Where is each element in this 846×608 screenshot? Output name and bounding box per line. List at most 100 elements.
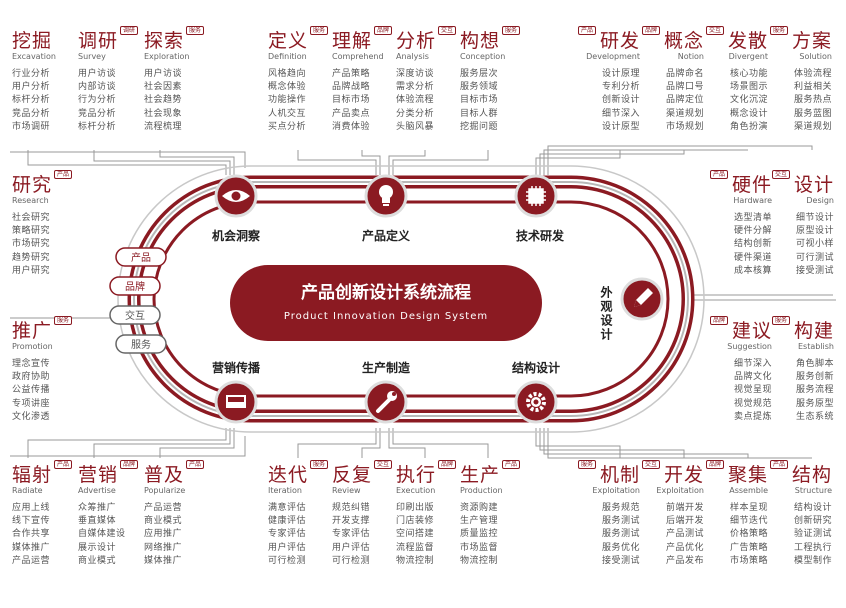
card-item: 服务层次 bbox=[460, 69, 499, 79]
card-item: 物流控制 bbox=[396, 555, 435, 566]
card-title: 建议 bbox=[731, 320, 772, 342]
card-title: 营销 bbox=[78, 464, 119, 486]
card-title: 硬件 bbox=[731, 174, 772, 196]
card-item: 卖点提炼 bbox=[733, 411, 772, 422]
card-item-list: 行业分析用户分析标杆分析竞品分析市场调研 bbox=[12, 68, 74, 134]
stage-marketing-label: 营销传播 bbox=[212, 360, 261, 375]
card-subtitle: Divergent bbox=[728, 52, 768, 61]
card-item: 成本核算 bbox=[733, 265, 772, 276]
stage-product-def: 产品定义 bbox=[362, 174, 411, 243]
card-badge: 产品 bbox=[710, 170, 729, 179]
card-item: 产品卖点 bbox=[332, 108, 371, 119]
card-subtitle: Development bbox=[586, 52, 640, 61]
pill-product-label: 产品 bbox=[131, 251, 151, 264]
card-item: 服务原型 bbox=[795, 398, 834, 409]
chip-icon bbox=[526, 186, 546, 206]
card-item: 文化渗透 bbox=[12, 411, 51, 422]
card-item-list: 细节设计原型设计可视小样可行测试接受测试 bbox=[772, 212, 834, 278]
card-item: 验证测试 bbox=[793, 529, 832, 540]
card-badge: 服务 bbox=[578, 460, 597, 469]
card-item: 渠道规划 bbox=[665, 108, 704, 119]
eye-icon bbox=[222, 190, 250, 202]
card-item: 头脑风暴 bbox=[396, 121, 435, 132]
card-item: 媒体推广 bbox=[12, 542, 51, 553]
card-subtitle: Research bbox=[12, 196, 49, 205]
card-title: 发散 bbox=[727, 30, 768, 52]
card-title: 分析 bbox=[396, 30, 437, 52]
card-item: 社会因素 bbox=[144, 82, 183, 93]
card-item: 用户分析 bbox=[12, 82, 51, 93]
card-item: 物流控制 bbox=[460, 555, 499, 566]
card-item: 专项讲座 bbox=[12, 398, 51, 409]
card-title: 执行 bbox=[396, 464, 437, 486]
card-item: 生态系统 bbox=[795, 411, 834, 422]
card-badge: 服务 bbox=[772, 316, 791, 325]
card-item-list: 众筹推广垂直媒体自媒体建设展示设计商业模式 bbox=[78, 502, 140, 568]
card-item: 服务流程 bbox=[795, 385, 834, 396]
card-item: 自媒体建设 bbox=[78, 529, 126, 540]
card-title: 研发 bbox=[599, 30, 640, 52]
card-title: 研究 bbox=[12, 174, 53, 196]
card-subtitle: Suggestion bbox=[727, 342, 772, 351]
card-badge: 交互 bbox=[772, 170, 791, 179]
card-badge: 产品 bbox=[578, 26, 597, 35]
card-subtitle: Exploration bbox=[144, 52, 190, 61]
card-badge: 服务 bbox=[770, 26, 789, 35]
card-item-list: 社会研究策略研究市场研究趋势研究用户研究 bbox=[12, 212, 74, 278]
card-item: 接受测试 bbox=[795, 265, 834, 276]
card-badge: 调研 bbox=[119, 26, 138, 35]
card-subtitle: Assemble bbox=[729, 486, 768, 495]
card-subtitle: Radiate bbox=[12, 486, 43, 495]
card-item-list: 印刷出版门店装修空间搭建流程监督物流控制 bbox=[396, 502, 458, 568]
card-item: 分类分析 bbox=[396, 108, 435, 119]
card-item: 服务测试 bbox=[601, 516, 640, 527]
card-item: 模型制作 bbox=[793, 555, 832, 566]
card-subtitle: Excavation bbox=[12, 52, 56, 61]
card-badge: 交互 bbox=[373, 460, 392, 469]
card-item: 应用上线 bbox=[12, 503, 51, 513]
category-pills: 产品 品牌 交互 服务 bbox=[109, 247, 167, 354]
card-item: 印刷出版 bbox=[396, 503, 435, 513]
card-item: 服务规范 bbox=[601, 503, 640, 513]
card-item: 媒体推广 bbox=[144, 555, 183, 566]
card-item: 空间搭建 bbox=[396, 529, 435, 540]
card-item: 买点分析 bbox=[268, 121, 307, 132]
card-item: 用户评估 bbox=[332, 542, 371, 553]
card-subtitle: Production bbox=[460, 486, 503, 495]
card-item: 硬件渠道 bbox=[733, 252, 772, 263]
card-item: 可视小样 bbox=[795, 239, 834, 250]
pill-interaction bbox=[109, 305, 161, 325]
stage-opportunity: 机会洞察 bbox=[212, 174, 261, 243]
card-subtitle: Exploitation bbox=[592, 486, 640, 495]
card-badge: 服务 bbox=[53, 316, 72, 325]
card-item: 人机交互 bbox=[268, 108, 307, 119]
card-title: 结构 bbox=[791, 464, 832, 486]
card-subtitle: Survey bbox=[78, 52, 106, 61]
card-badge: 服务 bbox=[501, 26, 520, 35]
card-item-list: 品牌命名品牌口号品牌定位渠道规划市场规划 bbox=[642, 68, 704, 134]
pill-service-label: 服务 bbox=[131, 338, 151, 351]
card-subtitle: Establish bbox=[797, 342, 834, 351]
card-subtitle: Conception bbox=[460, 52, 506, 61]
connector-lines bbox=[10, 145, 836, 459]
card-item: 可行测试 bbox=[795, 252, 834, 263]
card-subtitle: Notion bbox=[677, 52, 704, 61]
card-item: 文化沉淀 bbox=[729, 95, 768, 106]
card-item: 内部访谈 bbox=[78, 82, 117, 93]
card-subtitle: Structure bbox=[794, 486, 832, 495]
card-item: 社会趋势 bbox=[144, 95, 183, 106]
card-item-list: 风格趋向概念体验功能操作人机交互买点分析 bbox=[268, 68, 330, 134]
card-item: 竞品分析 bbox=[12, 108, 51, 119]
card-badge: 交互 bbox=[437, 26, 456, 35]
card-item: 专家评估 bbox=[268, 529, 307, 540]
card-item-list: 选型清单硬件分解结构创新硬件渠道成本核算 bbox=[710, 212, 772, 278]
center-subtitle: Product Innovation Design System bbox=[284, 311, 488, 322]
card-item: 产品策略 bbox=[332, 69, 371, 79]
lightbulb-icon bbox=[379, 185, 393, 206]
